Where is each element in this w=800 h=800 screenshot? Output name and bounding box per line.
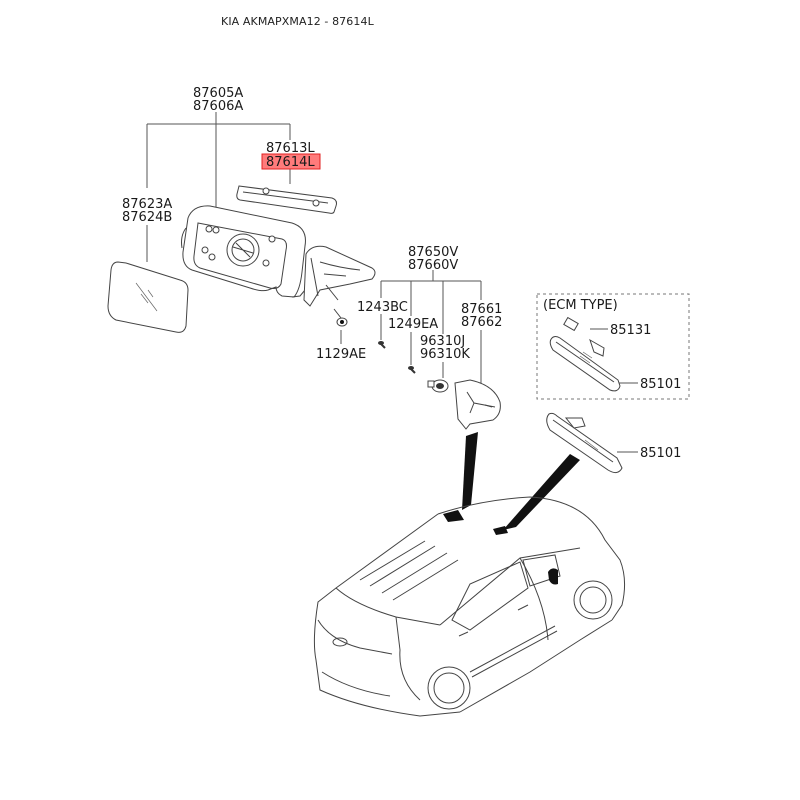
label-87662[interactable]: 87662 bbox=[461, 315, 502, 330]
highlight-box bbox=[261, 153, 321, 170]
label-1243BC[interactable]: 1243BC bbox=[357, 300, 408, 315]
screw-1249EA-drawing[interactable] bbox=[408, 366, 416, 374]
mirror-housing-drawing[interactable] bbox=[181, 205, 306, 298]
rear-mirror-drawing[interactable] bbox=[546, 412, 623, 474]
screw-1243BC-drawing[interactable] bbox=[378, 341, 386, 349]
mirror-base-drawing[interactable] bbox=[303, 245, 376, 307]
label-87606A[interactable]: 87606A bbox=[193, 99, 243, 114]
label-1249EA[interactable]: 1249EA bbox=[388, 317, 438, 332]
pointer-arrow-rear-mirror bbox=[503, 454, 580, 530]
label-96310K[interactable]: 96310K bbox=[420, 347, 470, 362]
ecm-rear-mirror-drawing[interactable] bbox=[549, 316, 621, 392]
label-1129AE[interactable]: 1129AE bbox=[316, 347, 366, 362]
label-87650V[interactable]: 87650V bbox=[408, 245, 458, 260]
cover-cap-drawing[interactable] bbox=[236, 185, 337, 214]
lamp-drawing[interactable] bbox=[427, 379, 449, 393]
label-87623A[interactable]: 87623A bbox=[122, 197, 172, 212]
label-96310J[interactable]: 96310J bbox=[420, 334, 465, 349]
ecm-group-box bbox=[536, 293, 690, 400]
label-87614L[interactable]: 87614L bbox=[266, 155, 315, 170]
label-87624B[interactable]: 87624B bbox=[122, 210, 172, 225]
label-87605A[interactable]: 87605A bbox=[193, 86, 243, 101]
part-labels: 87605A 87606A 87613L 87614L 87623A 87624… bbox=[122, 86, 681, 461]
page-title: KIA AKMAPXMA12 - 87614L bbox=[221, 15, 374, 28]
vehicle-drawing bbox=[313, 496, 626, 717]
label-85131[interactable]: 85131 bbox=[610, 323, 651, 338]
bolt-1129AE-drawing[interactable] bbox=[333, 308, 348, 327]
callout-lines bbox=[146, 112, 638, 453]
label-85101-ecm[interactable]: 85101 bbox=[640, 377, 681, 392]
label-87661[interactable]: 87661 bbox=[461, 302, 502, 317]
pointer-arrow-left-mirror bbox=[462, 432, 478, 510]
label-87613L[interactable]: 87613L bbox=[266, 141, 315, 156]
label-85101[interactable]: 85101 bbox=[640, 446, 681, 461]
label-ecm-type: (ECM TYPE) bbox=[543, 298, 618, 313]
label-87660V[interactable]: 87660V bbox=[408, 258, 458, 273]
mirror-glass-drawing[interactable] bbox=[107, 261, 189, 333]
garnish-drawing[interactable] bbox=[454, 379, 501, 430]
